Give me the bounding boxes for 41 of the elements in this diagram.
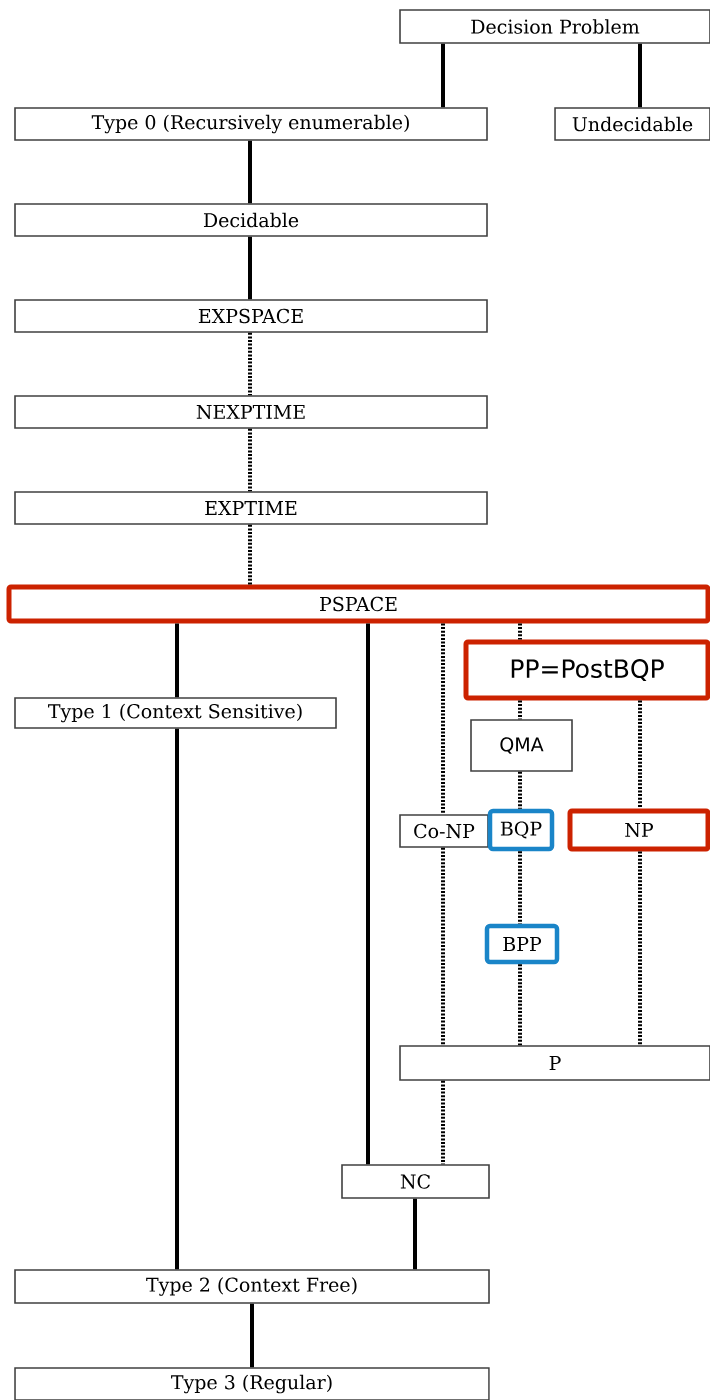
class-box: QMA — [470, 719, 573, 772]
connector-line — [248, 236, 252, 300]
connector-line — [441, 1080, 445, 1165]
class-box: NP — [567, 808, 710, 852]
connector-line — [366, 623, 370, 1165]
connector-line — [248, 524, 252, 585]
connector-line — [638, 851, 642, 1046]
class-box: Co-NP — [399, 814, 489, 848]
connector-line — [518, 700, 522, 720]
class-box: Type 1 (Context Sensitive) — [14, 697, 337, 729]
connector-line — [518, 851, 522, 924]
connector-line — [175, 728, 179, 1270]
class-box: Type 2 (Context Free) — [14, 1269, 490, 1304]
connector-line — [441, 43, 445, 108]
connector-line — [250, 1303, 254, 1368]
class-box: P — [399, 1045, 710, 1081]
class-box: BPP — [484, 923, 560, 965]
class-box: PSPACE — [6, 584, 710, 624]
class-box: Type 3 (Regular) — [14, 1367, 490, 1400]
connector-line — [248, 428, 252, 492]
class-box: Decidable — [14, 203, 488, 237]
class-box: EXPTIME — [14, 491, 488, 525]
class-box: EXPSPACE — [14, 299, 488, 333]
class-box: BQP — [487, 808, 555, 852]
class-box: Type 0 (Recursively enumerable) — [14, 107, 488, 141]
connector-line — [441, 623, 445, 815]
connector-line — [175, 623, 179, 698]
connector-line — [638, 700, 642, 809]
connector-line — [248, 140, 252, 204]
connector-line — [518, 771, 522, 809]
connector-line — [441, 847, 445, 1046]
class-box: NEXPTIME — [14, 395, 488, 429]
connector-line — [518, 623, 522, 640]
class-box: PP=PostBQP — [463, 639, 710, 701]
connector-line — [248, 332, 252, 396]
class-box: Undecidable — [554, 107, 710, 141]
class-box: NC — [341, 1164, 490, 1199]
connector-line — [638, 43, 642, 108]
connector-line — [518, 964, 522, 1046]
class-box: Decision Problem — [399, 9, 710, 44]
connector-line — [413, 1198, 417, 1270]
